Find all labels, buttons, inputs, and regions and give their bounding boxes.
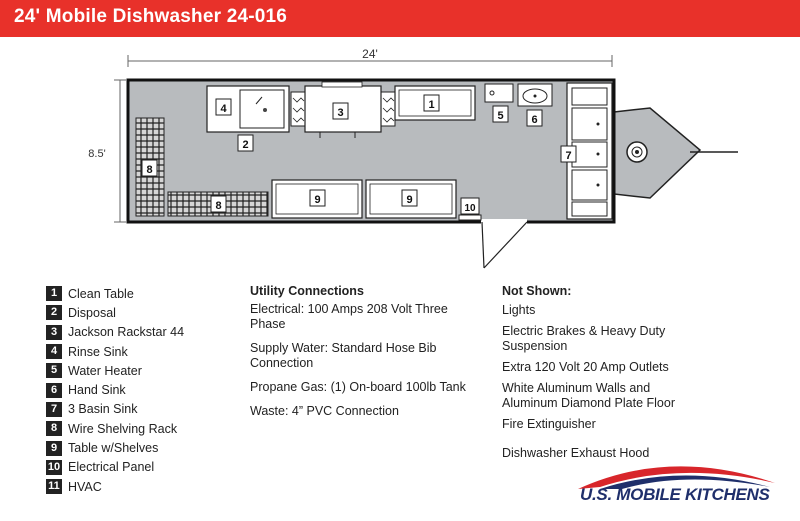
not-shown-list: Not Shown: Lights Electric Brakes & Heav… <box>502 284 702 467</box>
three-basin-sink <box>566 82 613 220</box>
marker-label: 2 <box>242 139 248 151</box>
marker-label: 8 <box>146 164 152 176</box>
door <box>481 219 528 269</box>
legend-label: Hand Sink <box>68 383 126 398</box>
legend-label: Water Heater <box>68 363 142 378</box>
width-dimension: 8.5' <box>88 79 126 223</box>
legend-label: Clean Table <box>68 286 134 301</box>
marker-label: 6 <box>531 114 537 126</box>
marker-label: 3 <box>337 107 343 119</box>
legend-item: 2 Disposal <box>46 303 184 322</box>
legend-label: Table w/Shelves <box>68 441 159 456</box>
utility-item: Waste: 4” PVC Connection <box>250 404 399 418</box>
marker-label: 4 <box>220 103 227 115</box>
not-shown-item: Electric Brakes & Heavy Duty Suspension <box>502 324 666 353</box>
trailer-tongue <box>613 107 738 199</box>
legend-item: 1 Clean Table <box>46 284 184 303</box>
not-shown-item: Dishwasher Exhaust Hood <box>502 446 650 460</box>
logo-swoosh-icon <box>578 466 775 489</box>
water-heater <box>484 83 514 103</box>
table-with-shelves-2 <box>365 179 457 219</box>
legend-number: 4 <box>46 344 62 360</box>
marker-8: 8 <box>210 195 227 213</box>
utility-item: Propane Gas: (1) On-board 100lb Tank <box>250 380 466 394</box>
page-title: 24' Mobile Dishwasher 24-016 <box>14 6 288 27</box>
marker-label: 5 <box>497 110 503 122</box>
marker-3: 3 <box>332 102 349 120</box>
floor-plan: 24' 8.5' <box>88 47 738 269</box>
marker-2: 2 <box>237 134 254 152</box>
legend-label: Wire Shelving Rack <box>68 421 178 436</box>
not-shown-item: Extra 120 Volt 20 Amp Outlets <box>502 360 669 374</box>
legend-item: 9 Table w/Shelves <box>46 438 184 457</box>
header-bar: 24' Mobile Dishwasher 24-016 <box>0 0 800 37</box>
length-label: 24' <box>362 47 378 61</box>
legend-number: 11 <box>46 479 62 495</box>
legend-number: 6 <box>46 382 62 398</box>
legend-item: 6 Hand Sink <box>46 380 184 399</box>
legend-number: 3 <box>46 324 62 340</box>
legend-label: Rinse Sink <box>68 344 128 359</box>
legend-number: 2 <box>46 305 62 321</box>
legend: 1 Clean Table 2 Disposal 3 Jackson Rackstar… <box>46 284 184 496</box>
utility-item: Electrical: 100 Amps 208 Volt Three Phas… <box>250 302 448 331</box>
legend-label: Jackson Rackstar 44 <box>68 325 185 340</box>
marker-label: 9 <box>406 194 412 206</box>
legend-label: Electrical Panel <box>68 460 155 475</box>
not-shown-item: Fire Extinguisher <box>502 417 596 431</box>
legend-item: 5 Water Heater <box>46 361 184 380</box>
not-shown-heading: Not Shown: <box>502 284 572 298</box>
legend-number: 5 <box>46 363 62 379</box>
marker-7: 7 <box>560 145 577 163</box>
marker-label: 10 <box>464 203 476 214</box>
not-shown-item: Lights <box>502 303 536 317</box>
marker-9: 9 <box>309 189 326 207</box>
legend-number: 8 <box>46 421 62 437</box>
legend-label: HVAC <box>68 479 102 494</box>
legend-item: 11 HVAC <box>46 477 184 496</box>
legend-item: 7 3 Basin Sink <box>46 400 184 419</box>
not-shown-item: White Aluminum Walls and Aluminum Diamon… <box>502 381 675 410</box>
utility-connections: Utility Connections Electrical: 100 Amps… <box>250 284 480 428</box>
company-logo: U.S. MOBILE KITCHENS <box>570 453 790 515</box>
hand-sink <box>517 83 553 107</box>
logo-text: U.S. MOBILE KITCHENS <box>580 485 770 504</box>
marker-4: 4 <box>215 98 232 116</box>
length-dimension: 24' <box>127 47 613 67</box>
utility-item: Supply Water: Standard Hose Bib Connecti… <box>250 341 437 370</box>
marker-9: 9 <box>401 189 418 207</box>
marker-6: 6 <box>526 109 543 127</box>
legend-item: 4 Rinse Sink <box>46 342 184 361</box>
legend-number: 10 <box>46 459 62 475</box>
legend-label: Disposal <box>68 305 116 320</box>
legend-item: 8 Wire Shelving Rack <box>46 419 184 438</box>
marker-10: 10 <box>460 197 480 215</box>
marker-label: 9 <box>314 194 320 206</box>
marker-5: 5 <box>492 105 509 123</box>
legend-item: 3 Jackson Rackstar 44 <box>46 323 184 342</box>
marker-label: 8 <box>215 200 221 212</box>
marker-1: 1 <box>423 94 440 112</box>
marker-label: 7 <box>565 150 571 162</box>
legend-label: 3 Basin Sink <box>68 402 138 417</box>
electrical-panel <box>458 214 482 221</box>
legend-item: 10 Electrical Panel <box>46 458 184 477</box>
legend-number: 7 <box>46 401 62 417</box>
width-label: 8.5' <box>88 148 105 160</box>
marker-label: 1 <box>428 99 434 111</box>
marker-8: 8 <box>141 159 158 177</box>
utility-heading: Utility Connections <box>250 284 364 298</box>
legend-number: 9 <box>46 440 62 456</box>
legend-number: 1 <box>46 286 62 302</box>
dish-racks <box>290 91 396 127</box>
